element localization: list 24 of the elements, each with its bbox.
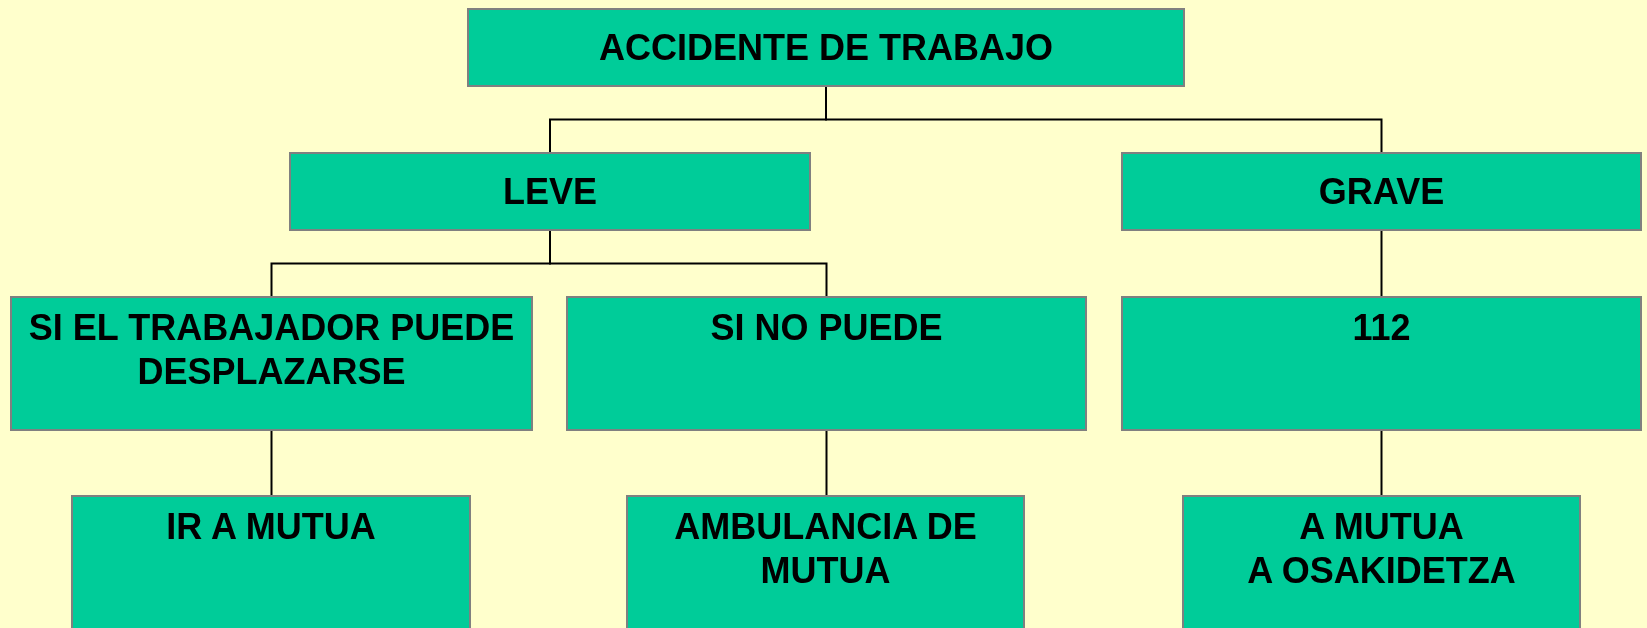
- connector-line: [825, 430, 828, 496]
- box-label: SI EL TRABAJADOR PUEDE DESPLAZARSE: [27, 306, 516, 394]
- process-box: [1121, 152, 1642, 231]
- box-label: LEVE: [503, 169, 597, 214]
- box-label: A OSAKIDETZA: [1247, 549, 1516, 593]
- process-box: [1121, 296, 1642, 431]
- connector-line: [1380, 430, 1383, 496]
- process-box: [289, 152, 811, 231]
- box-label: IR A MUTUA: [166, 505, 376, 549]
- box-label: 112: [1352, 306, 1411, 350]
- box-label: AMBULANCIA DE MUTUA: [673, 505, 978, 593]
- process-box: [467, 8, 1185, 87]
- box-label: SI NO PUEDE: [710, 306, 943, 350]
- connector-line: [549, 230, 828, 297]
- connector-line: [1380, 230, 1383, 297]
- process-box: [10, 296, 533, 431]
- box-label: GRAVE: [1318, 169, 1445, 214]
- process-box: [71, 495, 471, 628]
- process-box: [626, 495, 1025, 628]
- process-box: [1182, 495, 1581, 628]
- box-label: ACCIDENTE DE TRABAJO: [599, 25, 1053, 70]
- connector-line: [270, 430, 273, 496]
- process-box: [566, 296, 1087, 431]
- box-label: A MUTUA: [1299, 505, 1464, 549]
